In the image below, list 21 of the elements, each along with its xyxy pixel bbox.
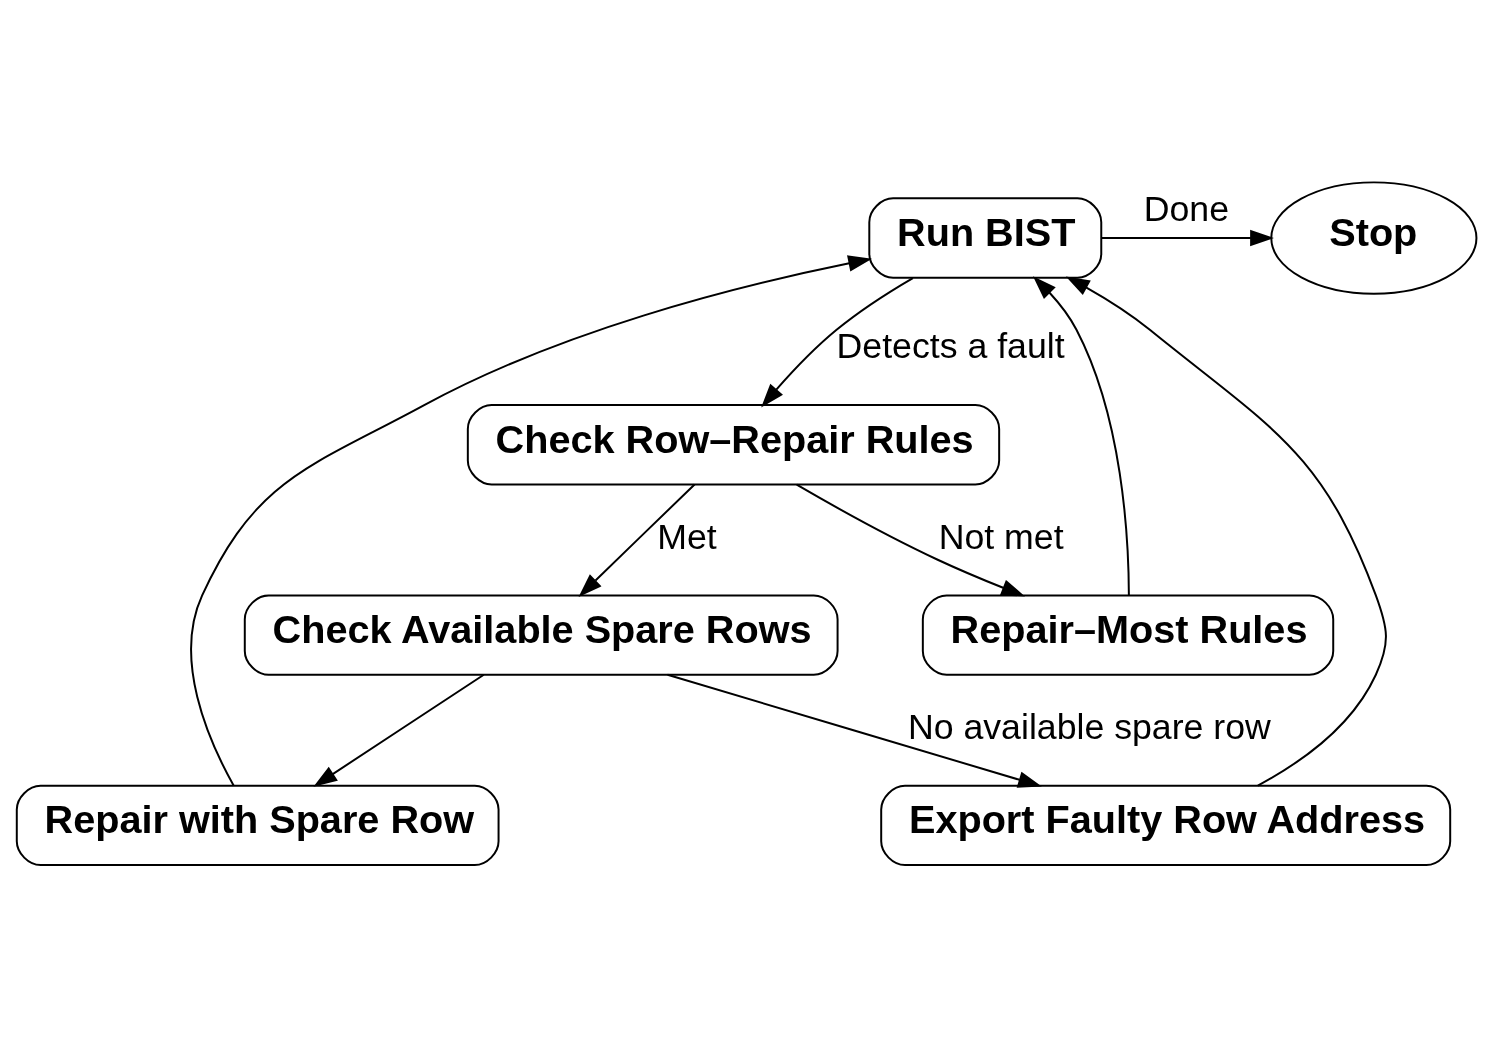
node-box: Check Available Spare Rows [243, 594, 839, 676]
edge-label: Met [657, 516, 717, 557]
arrow [1100, 229, 1274, 247]
node-box: Repair with Spare Row [15, 784, 500, 867]
edge-label: Done [1143, 188, 1230, 229]
node-box: Export Faulty Row Address [880, 784, 1452, 867]
arrow [1065, 276, 1387, 787]
node-ellipse: Stop [1270, 181, 1478, 295]
node-box: Repair–Most Rules [921, 594, 1335, 676]
arrow [761, 277, 914, 408]
arrow [190, 255, 872, 787]
edge-label: Detects a fault [836, 326, 1065, 367]
arrow [666, 673, 1042, 788]
arrow [1033, 276, 1130, 597]
arrow [578, 483, 696, 597]
edge-label: No available spare row [907, 706, 1271, 747]
node-box: Check Row–Repair Rules [466, 404, 1001, 486]
edge-label: Not met [938, 516, 1064, 557]
arrow [313, 673, 485, 787]
node-box: Run BIST [868, 197, 1103, 279]
arrow [795, 483, 1026, 597]
